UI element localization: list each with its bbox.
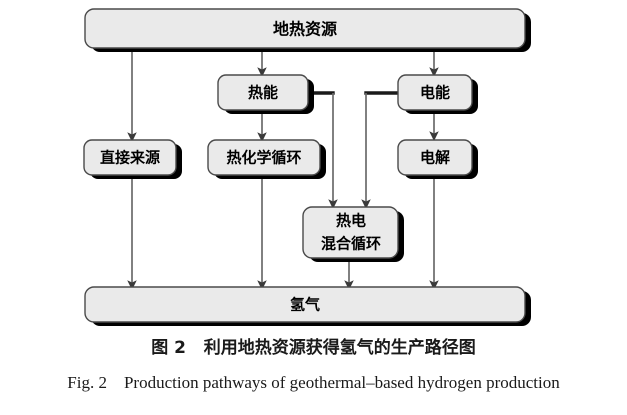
node-thermal-energy[interactable]: 热能: [217, 74, 314, 114]
figure-caption-english: Fig. 2 Production pathways of geothermal…: [67, 373, 560, 392]
node-label-electrolysis: 电解: [420, 149, 450, 167]
node-thermochemical-cycle[interactable]: 热化学循环: [207, 139, 326, 179]
node-label-geothermal-resource: 地热资源: [273, 20, 337, 39]
figure-caption-chinese: 图 2 利用地热资源获得氢气的生产路径图: [151, 338, 476, 358]
node-label-hydrogen: 氢气: [290, 296, 320, 314]
node-electrical-energy[interactable]: 电能: [397, 74, 478, 114]
node-label-thermal-energy: 热能: [248, 84, 278, 102]
node-surface: [84, 286, 526, 323]
node-label-electrical-energy: 电能: [420, 84, 450, 102]
node-hybrid-cycle[interactable]: 热电 混合循环: [302, 206, 404, 262]
node-surface: [217, 74, 309, 111]
node-label-hybrid-cycle-line1: 热电: [336, 212, 366, 230]
node-surface: [302, 206, 399, 259]
node-surface: [397, 74, 473, 111]
node-geothermal-resource[interactable]: 地热资源: [84, 8, 531, 52]
node-electrolysis[interactable]: 电解: [397, 139, 478, 179]
node-surface: [207, 139, 321, 176]
node-surface: [84, 8, 526, 49]
node-surface: [83, 139, 177, 176]
node-direct-source[interactable]: 直接来源: [83, 139, 182, 179]
node-hydrogen[interactable]: 氢气: [84, 286, 531, 326]
node-surface: [397, 139, 473, 176]
node-label-direct-source: 直接来源: [100, 149, 160, 167]
node-label-hybrid-cycle-line2: 混合循环: [321, 235, 381, 253]
flowchart-diagram: 地热资源 热能 电能 直接来源 热化学循环: [83, 8, 531, 326]
node-label-thermochemical-cycle: 热化学循环: [226, 149, 301, 167]
